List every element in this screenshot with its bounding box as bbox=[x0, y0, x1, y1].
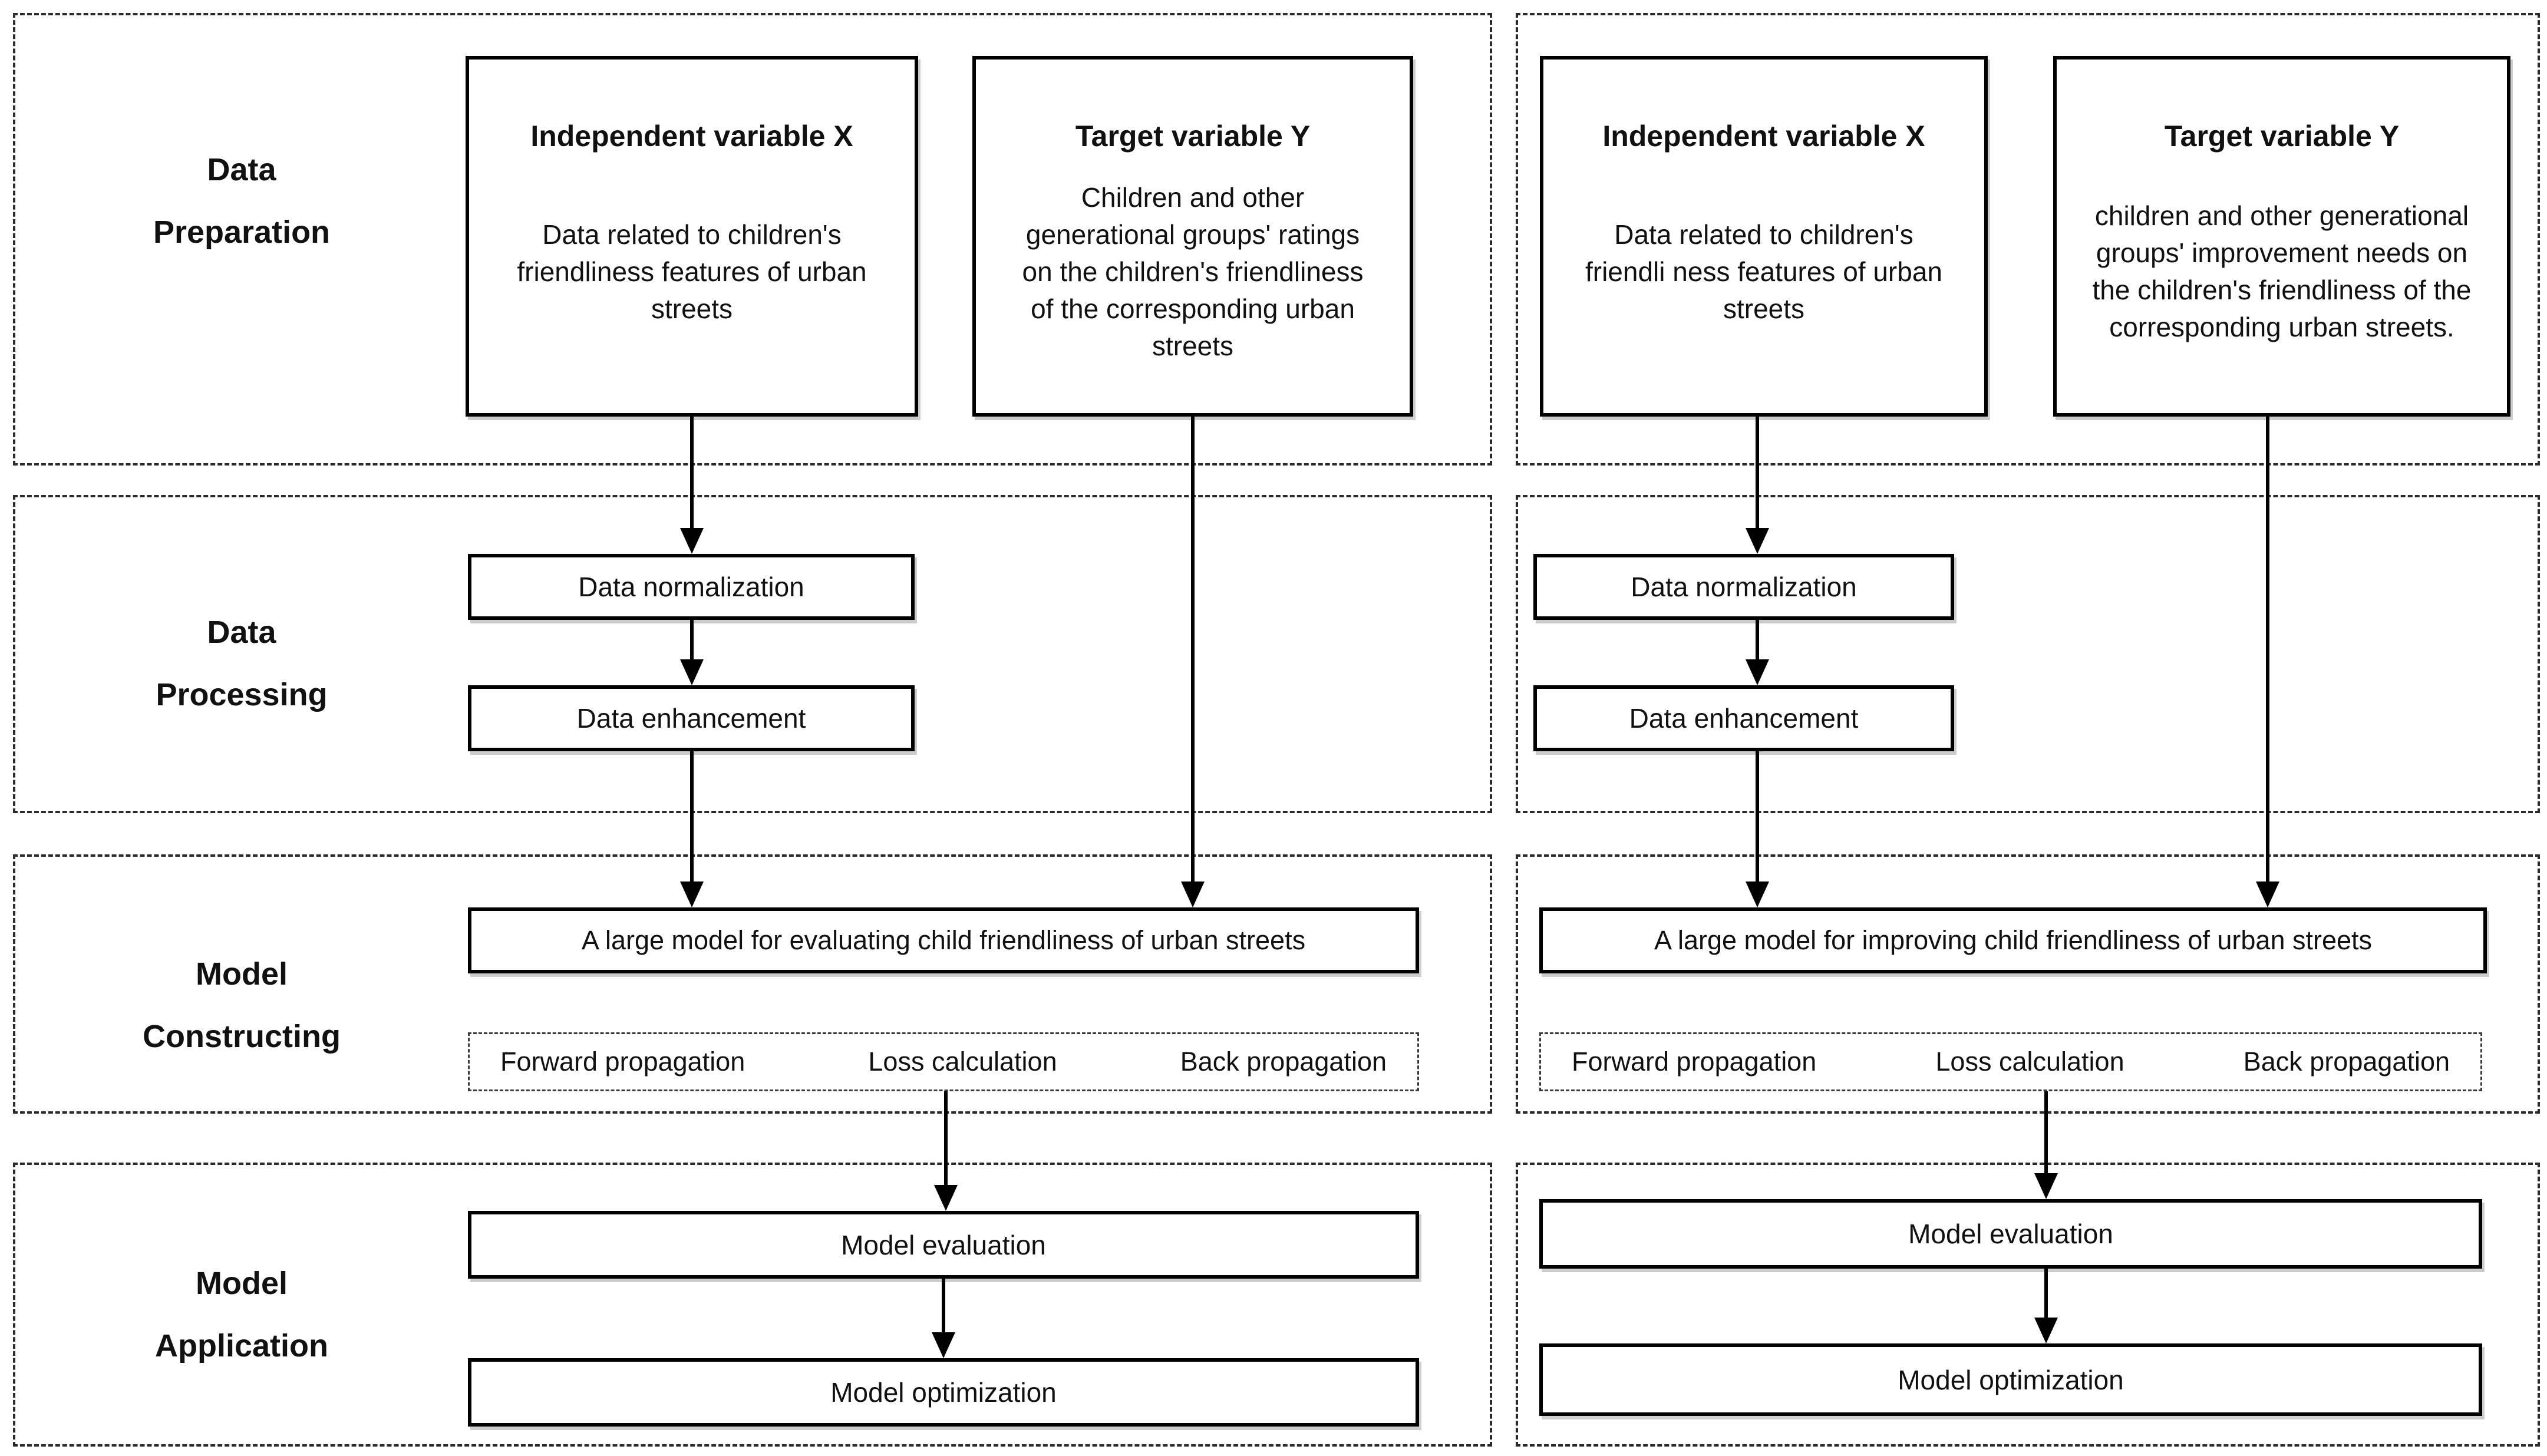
training-step-forward-propagation: Forward propagation bbox=[1572, 1046, 1817, 1077]
model-evaluation-box-right: Model evaluation bbox=[1539, 1199, 2482, 1269]
arrowhead-down-icon bbox=[932, 1332, 955, 1358]
arrow-enhancement-to-model-left bbox=[680, 751, 704, 907]
model-box-right: A large model for improving child friend… bbox=[1539, 907, 2487, 973]
arrow-y-to-model-right bbox=[2256, 417, 2279, 907]
section-data-processing-right bbox=[1516, 495, 2540, 813]
training-steps-box-right: Forward propagation Loss calculation Bac… bbox=[1539, 1032, 2482, 1091]
training-step-back-propagation: Back propagation bbox=[2243, 1046, 2450, 1077]
arrowhead-down-icon bbox=[934, 1185, 958, 1211]
stage-label-line: Preparation bbox=[153, 214, 331, 250]
arrowhead-down-icon bbox=[1746, 528, 1769, 554]
stage-label-line: Constructing bbox=[143, 1019, 341, 1054]
arrow-x-to-normalization-right bbox=[1746, 417, 1769, 554]
data-enhancement-box-left: Data enhancement bbox=[468, 685, 915, 751]
target-variable-box-right: Target variable Y children and other gen… bbox=[2053, 56, 2510, 417]
training-step-forward-propagation: Forward propagation bbox=[500, 1046, 745, 1077]
stage-label-line: Model bbox=[196, 956, 288, 992]
section-data-processing-left bbox=[13, 495, 1492, 813]
section-data-preparation-left bbox=[13, 13, 1492, 465]
arrowhead-down-icon bbox=[2034, 1173, 2058, 1199]
model-evaluation-box-left: Model evaluation bbox=[468, 1211, 1419, 1279]
box-body: Data related to children's friendli ness… bbox=[1585, 219, 1943, 324]
box-body: children and other generational groups' … bbox=[2092, 200, 2472, 342]
box-title: Independent variable X bbox=[1602, 120, 1925, 153]
model-optimization-box-right: Model optimization bbox=[1539, 1343, 2482, 1416]
stage-label-line: Model bbox=[196, 1266, 288, 1301]
data-normalization-box-right: Data normalization bbox=[1533, 554, 1954, 620]
stage-label-model-application: Model Application bbox=[59, 1252, 424, 1377]
section-model-constructing-right bbox=[1516, 854, 2540, 1114]
training-steps-box-left: Forward propagation Loss calculation Bac… bbox=[468, 1032, 1419, 1091]
arrow-enhancement-to-model-right bbox=[1746, 751, 1769, 907]
arrow-training-to-evaluation-right bbox=[2034, 1091, 2058, 1199]
training-step-loss-calculation: Loss calculation bbox=[868, 1046, 1057, 1077]
section-model-application-right bbox=[1516, 1163, 2540, 1447]
arrowhead-down-icon bbox=[680, 528, 704, 554]
data-normalization-box-left: Data normalization bbox=[468, 554, 915, 620]
arrowhead-down-icon bbox=[1746, 659, 1769, 685]
stage-label-line: Processing bbox=[156, 677, 328, 712]
data-enhancement-box-right: Data enhancement bbox=[1533, 685, 1954, 751]
independent-variable-box-left: Independent variable X Data related to c… bbox=[466, 56, 918, 417]
training-step-loss-calculation: Loss calculation bbox=[1935, 1046, 2124, 1077]
box-body: Children and other generational groups' … bbox=[1022, 181, 1364, 361]
arrowhead-down-icon bbox=[2034, 1318, 2058, 1343]
arrow-x-to-normalization-left bbox=[680, 417, 704, 554]
independent-variable-box-right: Independent variable X Data related to c… bbox=[1540, 56, 1988, 417]
arrowhead-down-icon bbox=[1181, 881, 1205, 907]
arrow-evaluation-to-optimization-left bbox=[932, 1279, 955, 1358]
arrowhead-down-icon bbox=[680, 881, 704, 907]
training-step-back-propagation: Back propagation bbox=[1180, 1046, 1387, 1077]
stage-label-line: Application bbox=[155, 1328, 328, 1363]
arrowhead-down-icon bbox=[680, 659, 704, 685]
box-title: Target variable Y bbox=[1075, 120, 1311, 153]
arrow-y-to-model-left bbox=[1181, 417, 1205, 907]
section-data-preparation-right bbox=[1516, 13, 2540, 465]
stage-label-data-processing: Data Processing bbox=[59, 601, 424, 726]
stage-label-line: Data bbox=[207, 152, 276, 187]
arrow-evaluation-to-optimization-right bbox=[2034, 1269, 2058, 1343]
arrowhead-down-icon bbox=[1746, 881, 1769, 907]
stage-label-data-preparation: Data Preparation bbox=[59, 138, 424, 263]
arrow-normalization-to-enhancement-left bbox=[680, 620, 704, 685]
stage-label-line: Data bbox=[207, 615, 276, 650]
target-variable-box-left: Target variable Y Children and other gen… bbox=[972, 56, 1413, 417]
arrowhead-down-icon bbox=[2256, 881, 2279, 907]
model-optimization-box-left: Model optimization bbox=[468, 1358, 1419, 1427]
stage-label-model-constructing: Model Constructing bbox=[59, 943, 424, 1068]
arrow-training-to-evaluation-left bbox=[934, 1091, 958, 1211]
section-model-application-left bbox=[13, 1163, 1492, 1447]
box-body: Data related to children's friendliness … bbox=[517, 219, 867, 324]
box-title: Independent variable X bbox=[530, 120, 853, 153]
box-title: Target variable Y bbox=[2164, 120, 2400, 153]
arrow-normalization-to-enhancement-right bbox=[1746, 620, 1769, 685]
model-box-left: A large model for evaluating child frien… bbox=[468, 907, 1419, 973]
section-model-constructing-left bbox=[13, 854, 1492, 1114]
